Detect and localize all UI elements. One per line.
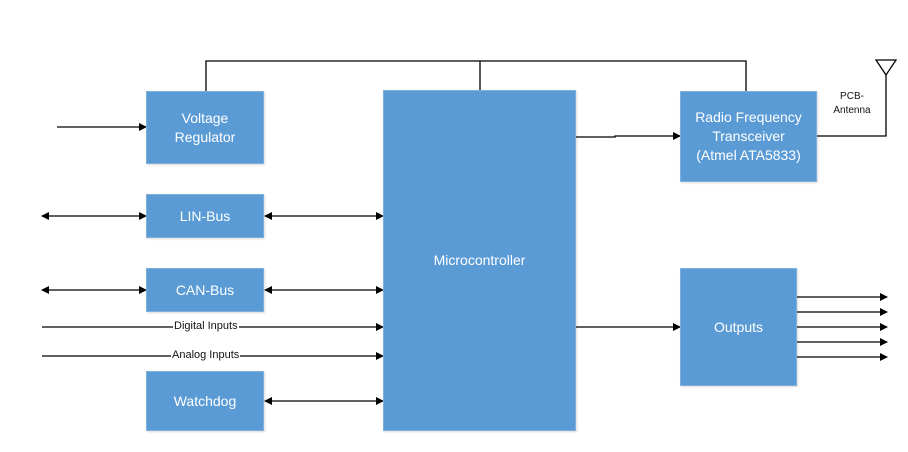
voltage-regulator-block[interactable]: Voltage Regulator (146, 91, 264, 164)
antenna-icon (874, 59, 898, 77)
digital-inputs-label: Digital Inputs (173, 320, 239, 333)
antenna-line (817, 75, 887, 137)
outputs-block[interactable]: Outputs (680, 268, 797, 386)
watchdog-block[interactable]: Watchdog (146, 371, 264, 431)
antenna-label: PCB- Antenna (833, 91, 871, 116)
supply-line (205, 60, 747, 91)
microcontroller-block[interactable]: Microcontroller (383, 90, 576, 431)
analog-inputs-label: Analog Inputs (171, 349, 241, 362)
arrow-mcu-rf (576, 132, 681, 140)
rf-transceiver-block[interactable]: Radio Frequency Transceiver (Atmel ATA58… (680, 91, 817, 182)
can-bus-block[interactable]: CAN-Bus (146, 268, 264, 312)
lin-bus-block[interactable]: LIN-Bus (146, 194, 264, 238)
